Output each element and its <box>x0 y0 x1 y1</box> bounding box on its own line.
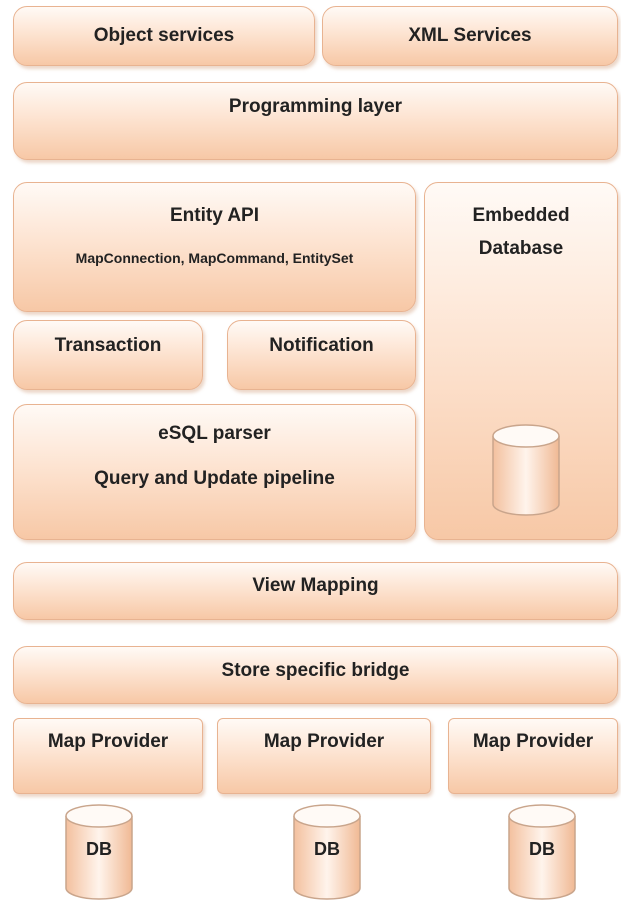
map-provider-box: Map Provider <box>217 718 431 794</box>
xml-services-label: XML Services <box>408 24 532 46</box>
database-label: DB <box>529 839 555 859</box>
notification-box: Notification <box>227 320 416 390</box>
object-services-label: Object services <box>93 24 235 46</box>
store-bridge-label: Store specific bridge <box>221 659 410 681</box>
transaction-label: Transaction <box>54 334 162 356</box>
database-icon <box>65 804 133 900</box>
embedded-database-line1: Embedded <box>472 205 570 226</box>
esql-parser-title: eSQL parser <box>158 423 271 444</box>
database-icon <box>293 804 361 900</box>
database-cylinder: DB <box>506 802 578 902</box>
view-mapping-box: View Mapping <box>13 562 618 620</box>
object-services-box: Object services <box>13 6 315 66</box>
map-provider-box: Map Provider <box>448 718 618 794</box>
database-cylinder: DB <box>291 802 363 902</box>
database-label: DB <box>314 839 340 859</box>
notification-label: Notification <box>269 334 374 356</box>
entity-api-title: Entity API <box>169 205 260 226</box>
database-cylinder: DB <box>63 802 135 902</box>
programming-layer-box: Programming layer <box>13 82 618 160</box>
entity-api-subtitle: MapConnection, MapCommand, EntitySet <box>75 249 354 266</box>
map-provider-box: Map Provider <box>13 718 203 794</box>
embedded-database-line2: Database <box>478 237 564 259</box>
database-label: DB <box>86 839 112 859</box>
map-provider-label: Map Provider <box>263 730 385 752</box>
entity-api-box: Entity API MapConnection, MapCommand, En… <box>13 182 416 312</box>
map-provider-label: Map Provider <box>472 730 594 752</box>
programming-layer-label: Programming layer <box>228 95 403 117</box>
esql-parser-box: eSQL parser Query and Update pipeline <box>13 404 416 540</box>
xml-services-box: XML Services <box>322 6 618 66</box>
transaction-box: Transaction <box>13 320 203 390</box>
database-icon <box>508 804 576 900</box>
embedded-database-cylinder-icon <box>492 424 560 516</box>
store-bridge-box: Store specific bridge <box>13 646 618 704</box>
view-mapping-label: View Mapping <box>252 574 379 596</box>
query-update-pipeline-label: Query and Update pipeline <box>94 467 335 489</box>
map-provider-label: Map Provider <box>47 730 169 752</box>
